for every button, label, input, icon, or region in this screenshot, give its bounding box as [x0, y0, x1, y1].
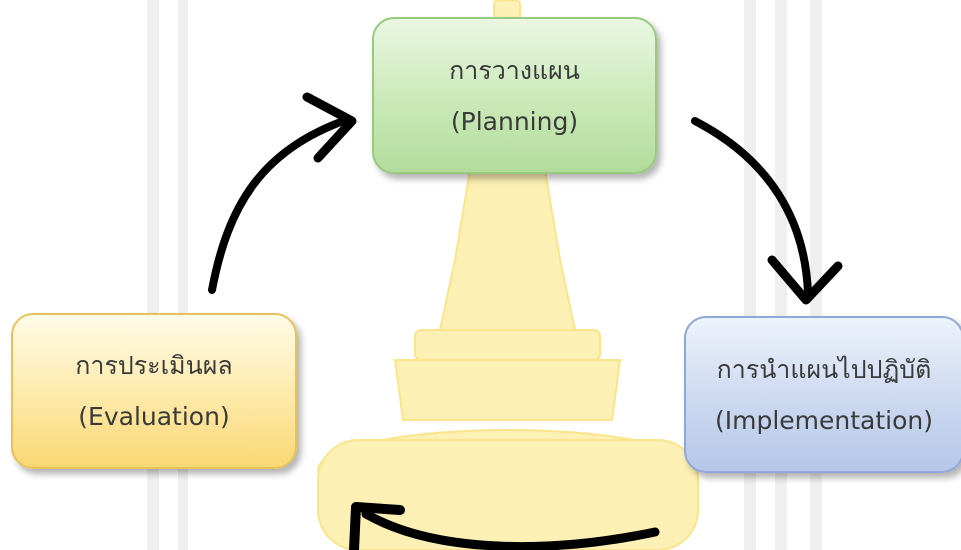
arrow-implementation-to-evaluation — [361, 509, 660, 550]
arrowhead-planning-to-implementation — [767, 255, 843, 305]
evaluation-title: การประเมินผล — [75, 351, 233, 380]
planning-title: การวางแผน — [449, 55, 580, 85]
arrow-evaluation-to-planning — [208, 116, 350, 294]
implementation-title: การนำแผนไปปฏิบัติ — [716, 354, 932, 384]
evaluation-node: การประเมินผล (Evaluation) — [11, 313, 297, 469]
evaluation-subtitle: (Evaluation) — [78, 402, 230, 431]
implementation-subtitle: (Implementation) — [714, 405, 934, 435]
planning-node: การวางแผน (Planning) — [372, 17, 657, 174]
planning-subtitle: (Planning) — [450, 106, 579, 136]
arrow-planning-to-implementation — [691, 117, 812, 297]
arrowhead-evaluation-to-planning — [302, 92, 357, 163]
implementation-node: การนำแผนไปปฏิบัติ (Implementation) — [684, 316, 961, 473]
arrowhead-implementation-to-evaluation — [349, 502, 405, 550]
